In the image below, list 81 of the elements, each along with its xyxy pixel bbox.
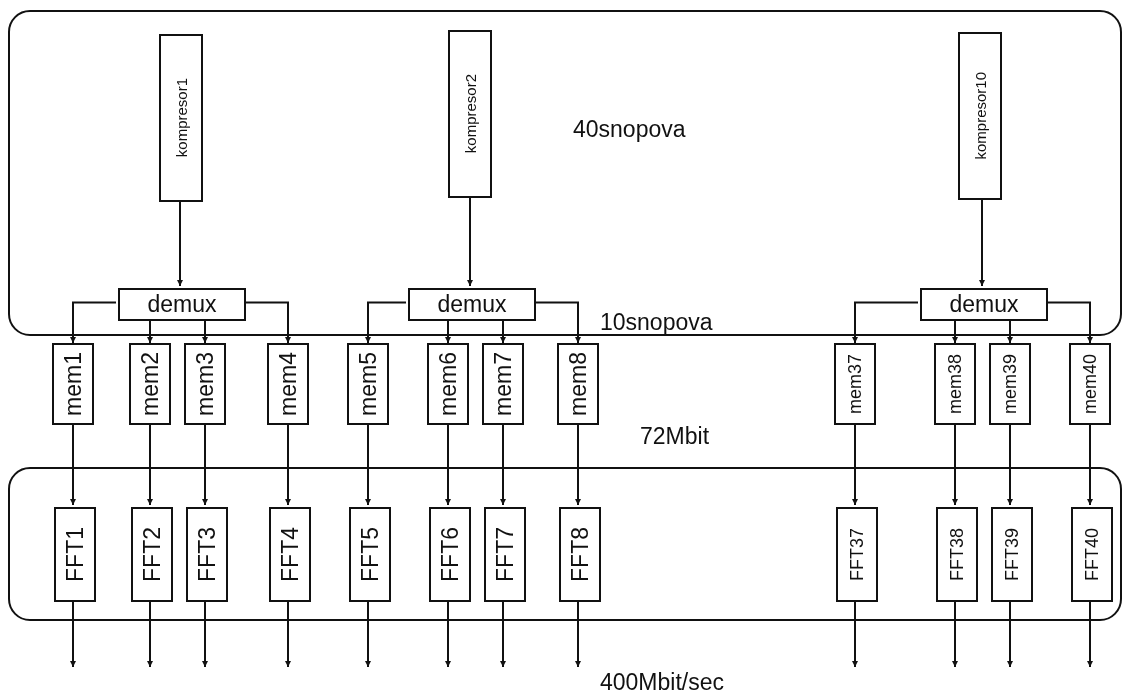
box-label: kompresor2 [462, 74, 478, 154]
box-label: kompresor10 [972, 72, 988, 160]
box-label: mem1 [61, 352, 85, 416]
process-box [836, 507, 878, 602]
arrow [852, 424, 858, 506]
process-box [184, 343, 226, 425]
box-label: demux [147, 293, 217, 316]
box-label: FFT8 [568, 527, 592, 582]
process-box [269, 507, 311, 602]
process-box [1071, 507, 1113, 602]
box-label: mem2 [138, 352, 162, 416]
process-box [834, 343, 876, 425]
arrow [285, 424, 291, 506]
box-label: FFT39 [1003, 528, 1021, 581]
process-box [958, 32, 1002, 200]
box-label: FFT38 [948, 528, 966, 581]
process-box [482, 343, 524, 425]
process-box [267, 343, 309, 425]
process-box [559, 507, 601, 602]
box-label: mem38 [946, 354, 964, 414]
annotation-label: 72Mbit [640, 425, 710, 448]
arrow [445, 424, 451, 506]
box-label: FFT37 [848, 528, 866, 581]
process-box [186, 507, 228, 602]
process-box [118, 288, 246, 321]
arrow [500, 424, 506, 506]
process-box [557, 343, 599, 425]
box-label: FFT7 [493, 527, 517, 582]
box-label: mem6 [436, 352, 460, 416]
box-label: FFT40 [1083, 528, 1101, 581]
process-box [159, 34, 203, 202]
process-box [991, 507, 1033, 602]
box-label: FFT4 [278, 527, 302, 582]
process-box [347, 343, 389, 425]
process-box [429, 507, 471, 602]
process-box [1069, 343, 1111, 425]
arrow [70, 301, 117, 344]
box-label: mem40 [1081, 354, 1099, 414]
process-box [349, 507, 391, 602]
box-label: FFT5 [358, 527, 382, 582]
process-box [936, 507, 978, 602]
process-box [129, 343, 171, 425]
annotation-label: 40snopova [573, 118, 686, 141]
annotation-label: 10snopova [600, 311, 713, 334]
box-label: FFT6 [438, 527, 462, 582]
process-box [54, 507, 96, 602]
arrow [70, 424, 76, 506]
arrow [575, 424, 581, 506]
box-label: FFT3 [195, 527, 219, 582]
group-container [8, 10, 1122, 336]
box-label: demux [949, 293, 1019, 316]
process-box [427, 343, 469, 425]
box-label: kompresor1 [173, 78, 189, 158]
arrow [202, 424, 208, 506]
arrow [147, 424, 153, 506]
arrow [852, 301, 919, 344]
process-box [408, 288, 536, 321]
box-label: mem4 [276, 352, 300, 416]
arrow [1087, 424, 1093, 506]
box-label: mem3 [193, 352, 217, 416]
process-box [989, 343, 1031, 425]
arrow [952, 424, 958, 506]
box-label: demux [437, 293, 507, 316]
process-box [920, 288, 1048, 321]
process-box [484, 507, 526, 602]
box-label: mem7 [491, 352, 515, 416]
arrow [365, 424, 371, 506]
box-label: FFT1 [63, 527, 87, 582]
process-box [934, 343, 976, 425]
box-label: FFT2 [140, 527, 164, 582]
arrow [365, 301, 407, 344]
box-label: mem39 [1001, 354, 1019, 414]
group-container [8, 467, 1122, 621]
process-box [131, 507, 173, 602]
arrow [1007, 424, 1013, 506]
annotation-label: 400Mbit/sec [600, 671, 724, 694]
process-box [448, 30, 492, 198]
process-box [52, 343, 94, 425]
box-label: mem37 [846, 354, 864, 414]
box-label: mem5 [356, 352, 380, 416]
box-label: mem8 [566, 352, 590, 416]
